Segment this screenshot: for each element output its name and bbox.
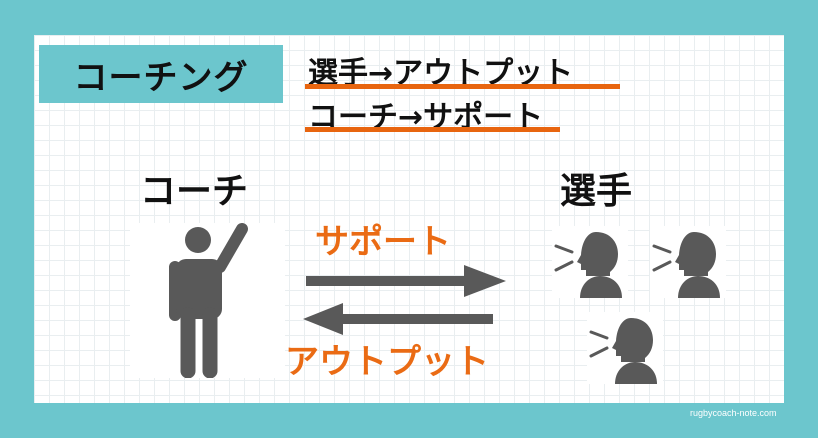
- title-box: コーチング: [39, 45, 283, 103]
- right-arrow-icon: [306, 265, 506, 297]
- player-2: [650, 226, 726, 298]
- player-3: [587, 312, 663, 384]
- person-speaking-icon: [589, 318, 657, 384]
- support-label: サポート: [315, 222, 451, 262]
- player-1: [552, 226, 628, 298]
- output-label: アウトプット: [285, 342, 489, 382]
- players-label: 選手: [560, 171, 633, 212]
- person-speaking-icon: [652, 232, 720, 298]
- coach-label: コーチ: [140, 171, 249, 212]
- person-speaking-icon: [554, 232, 622, 298]
- left-arrow-icon: [303, 303, 493, 335]
- rule-underline-2: [305, 127, 560, 132]
- rule-underline-1: [305, 84, 620, 89]
- title: コーチング: [73, 57, 249, 98]
- credit-text: rugbycoach-note.com: [690, 408, 777, 418]
- coach-figure: [130, 223, 285, 379]
- person-raising-hand-icon: [169, 223, 248, 379]
